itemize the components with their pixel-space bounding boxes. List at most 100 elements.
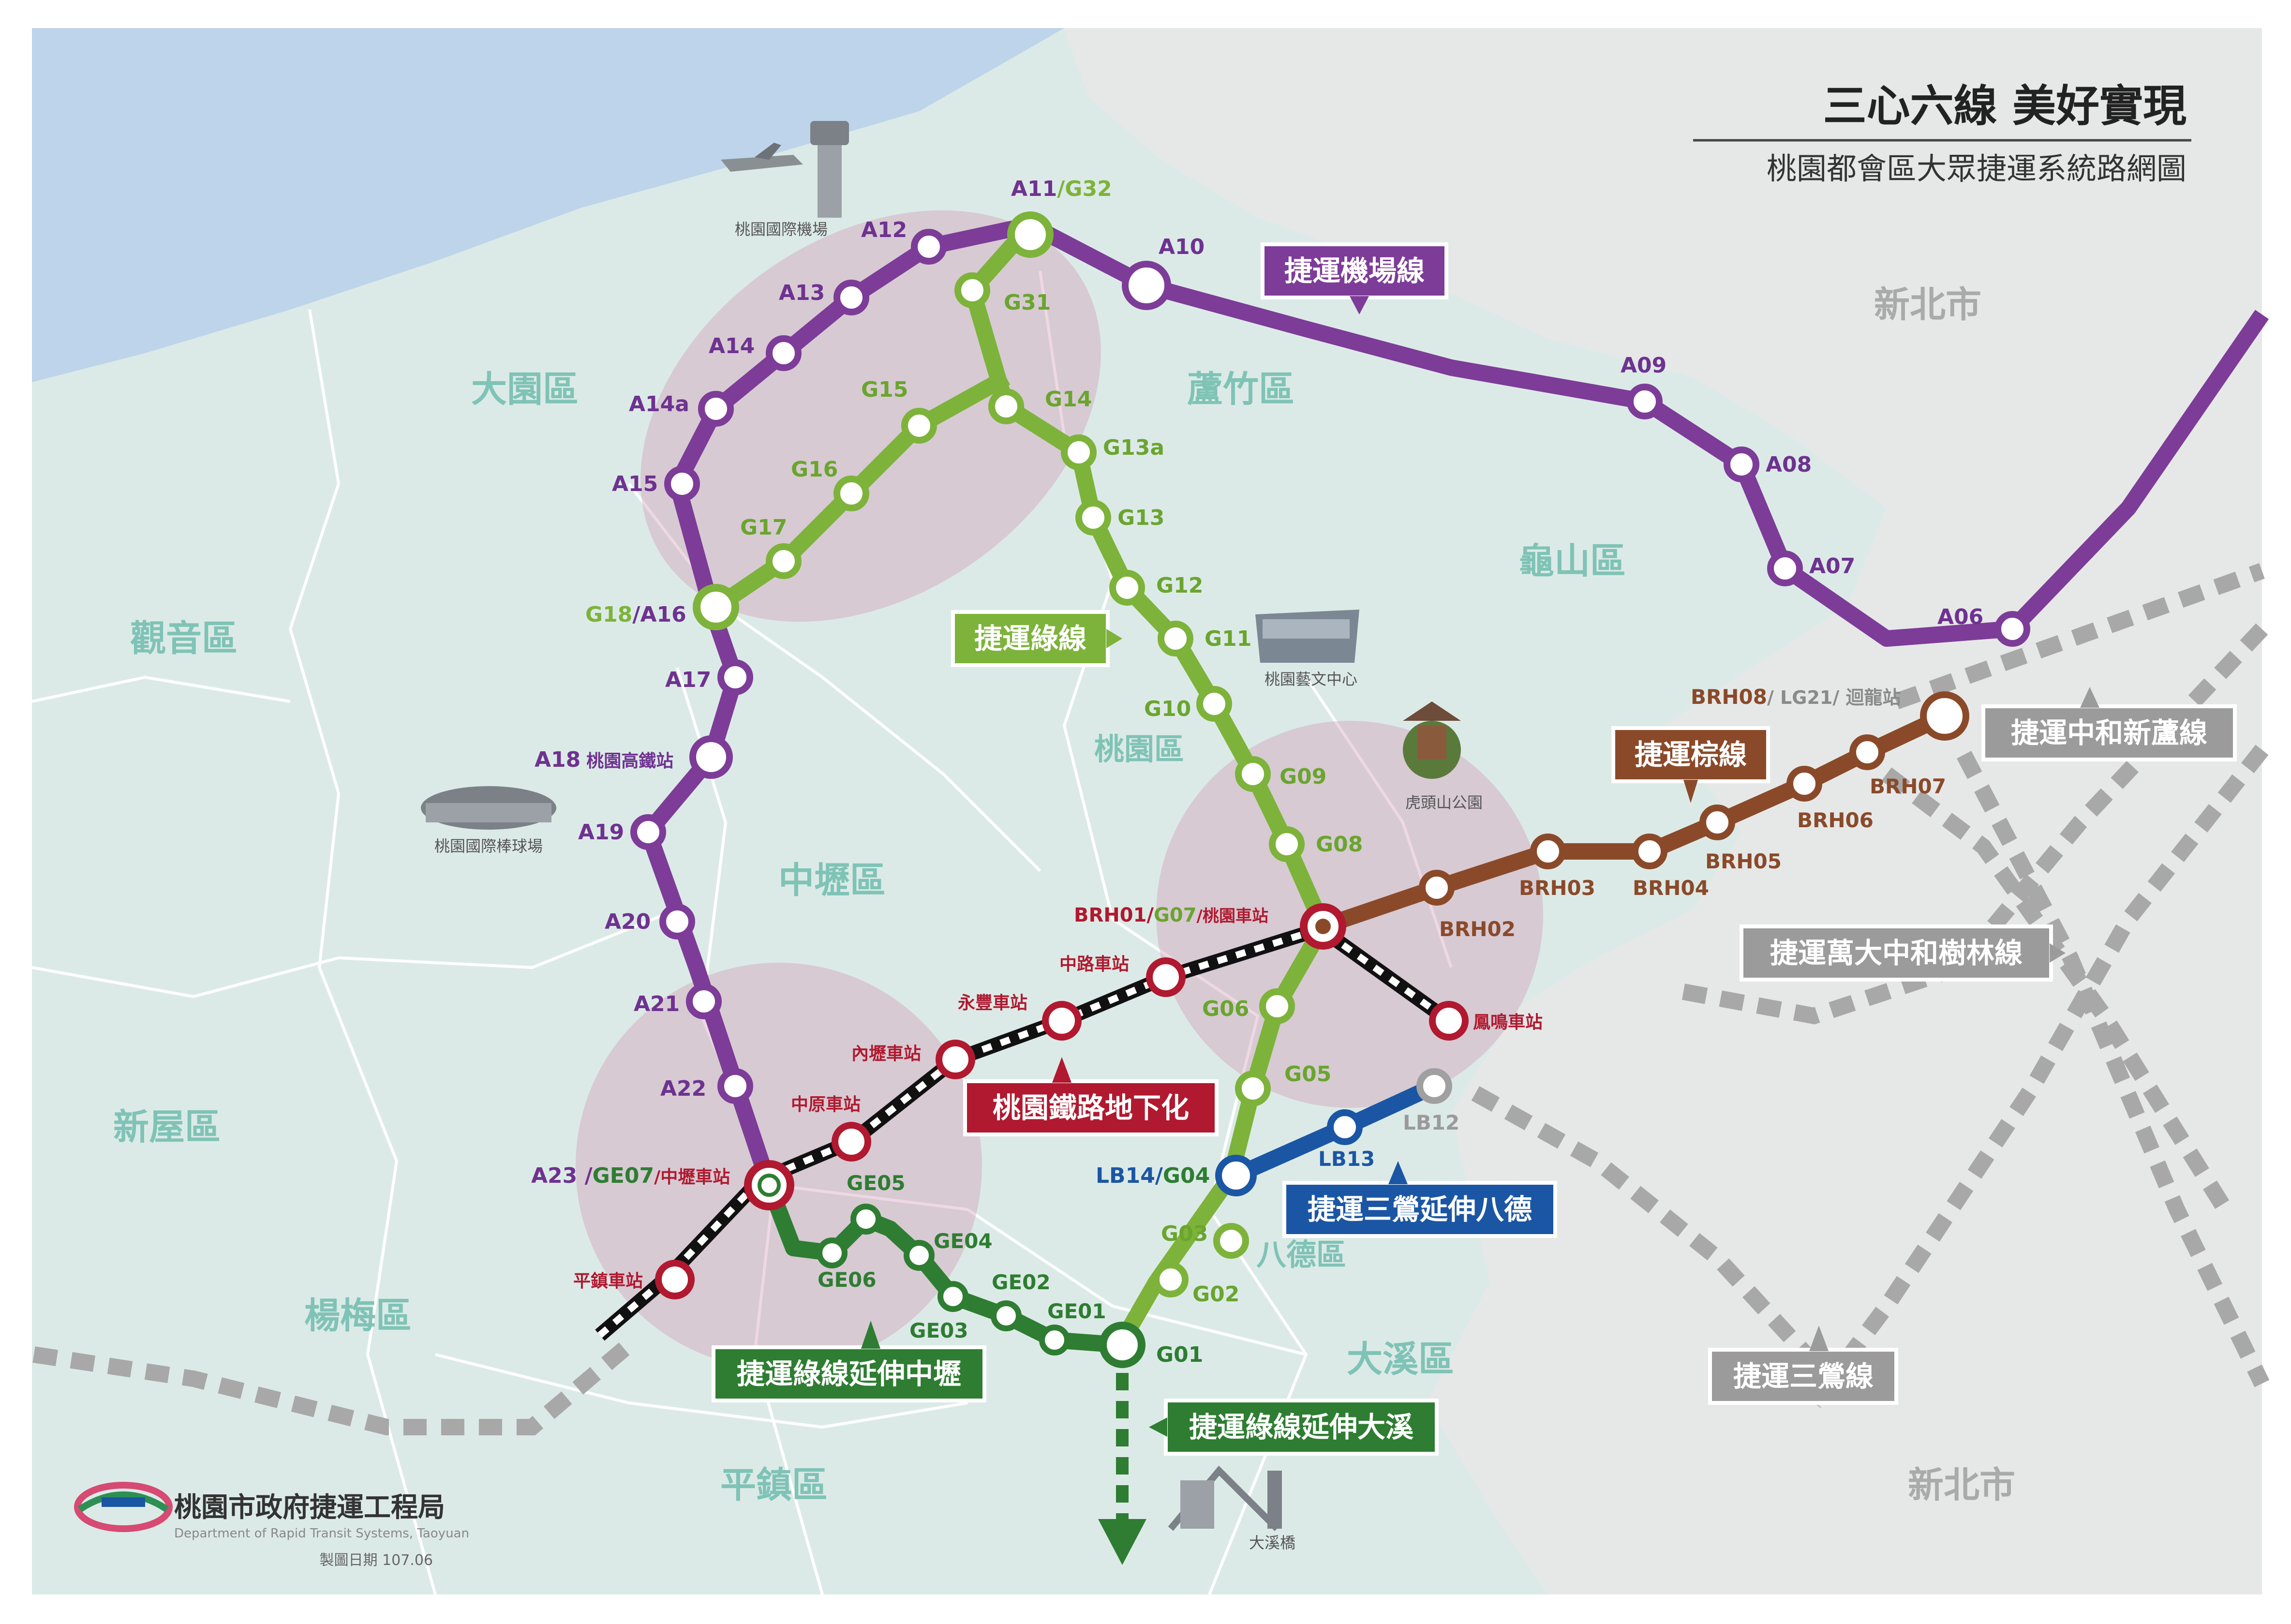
footer: 桃園市政府捷運工程局 Department of Rapid Transit S… — [74, 1482, 469, 1569]
label-g16: G16 — [791, 457, 838, 482]
station-brh05[interactable] — [1699, 805, 1735, 840]
station-a14a[interactable] — [698, 391, 734, 427]
station-g09[interactable] — [1235, 756, 1271, 792]
label-a06: A06 — [1937, 605, 1983, 629]
station-a15[interactable] — [664, 466, 700, 502]
station-rail-neili[interactable] — [936, 1040, 975, 1079]
green-daxi-arrow — [1098, 1519, 1146, 1565]
station-g01[interactable] — [1099, 1322, 1146, 1368]
box-railway — [963, 1079, 1219, 1136]
label-g06: G06 — [1202, 997, 1249, 1021]
label-g02: G02 — [1192, 1282, 1239, 1307]
label-lb13: LB13 — [1318, 1147, 1375, 1171]
station-a14[interactable] — [766, 335, 802, 371]
station-brh03[interactable] — [1530, 834, 1566, 869]
station-a06[interactable] — [1994, 611, 2030, 647]
label-a17: A17 — [665, 668, 711, 692]
station-a07[interactable] — [1767, 551, 1803, 586]
box-green-zhongli — [712, 1345, 986, 1402]
station-g13[interactable] — [1075, 500, 1111, 536]
name-sanying-line: 捷運三鶯線 — [1733, 1360, 1874, 1393]
station-brh07[interactable] — [1849, 734, 1885, 770]
station-g13a[interactable] — [1061, 434, 1097, 470]
station-g16[interactable] — [833, 476, 869, 511]
station-a17[interactable] — [717, 659, 753, 695]
landmark-stadium: 桃園國際棒球場 — [421, 786, 556, 855]
station-a13[interactable] — [833, 280, 869, 315]
station-g31[interactable] — [954, 272, 990, 308]
name-brown-line: 捷運棕線 — [1635, 738, 1747, 771]
station-ge06[interactable] — [817, 1237, 848, 1268]
station-ge01[interactable] — [1039, 1325, 1070, 1356]
station-g18-a16[interactable] — [693, 584, 739, 630]
label-g18: G18/A16 — [585, 602, 686, 627]
label-g08: G08 — [1316, 832, 1363, 857]
station-a10[interactable] — [1122, 261, 1171, 310]
label-rail-zhonglu: 中路車站 — [1059, 954, 1129, 974]
station-a18[interactable] — [689, 735, 733, 779]
label-a14: A14 — [709, 334, 755, 358]
district-luzhu: 蘆竹區 — [1187, 369, 1294, 410]
station-lb13[interactable] — [1327, 1109, 1363, 1145]
district-dayuan: 大園區 — [471, 369, 579, 410]
station-g08[interactable] — [1269, 826, 1305, 862]
station-a09[interactable] — [1627, 384, 1663, 419]
station-ge05[interactable] — [850, 1204, 881, 1235]
station-brh04[interactable] — [1632, 834, 1667, 869]
label-g12: G12 — [1156, 573, 1203, 598]
station-a19[interactable] — [630, 814, 666, 850]
station-g12[interactable] — [1109, 570, 1145, 606]
station-rail-fengming[interactable] — [1429, 1001, 1469, 1041]
label-a19: A19 — [578, 820, 624, 845]
label-g17: G17 — [740, 515, 787, 540]
station-g10[interactable] — [1196, 686, 1232, 722]
station-brh08[interactable] — [1920, 691, 1969, 741]
station-g11[interactable] — [1158, 621, 1193, 656]
name-zhonghe-line: 捷運中和新蘆線 — [2011, 716, 2207, 749]
control-tower-icon — [818, 140, 842, 218]
label-ge04: GE04 — [934, 1229, 993, 1253]
green-line-track — [964, 219, 1331, 1349]
label-brh03: BRH03 — [1519, 876, 1595, 900]
station-rail-zhongyuan[interactable] — [832, 1122, 871, 1162]
district-taoyuan: 桃園區 — [1094, 731, 1184, 767]
label-brh04: BRH04 — [1633, 876, 1709, 900]
district-bade: 八德區 — [1256, 1237, 1346, 1272]
station-g06[interactable] — [1259, 988, 1295, 1024]
green-zhongli-stations — [817, 1204, 1070, 1356]
station-g17[interactable] — [766, 543, 802, 579]
station-rail-yongfeng[interactable] — [1042, 1001, 1082, 1041]
station-g14[interactable] — [988, 388, 1024, 424]
station-rail-pingzhen[interactable] — [655, 1260, 695, 1299]
station-a12[interactable] — [911, 229, 947, 265]
station-a21[interactable] — [686, 983, 722, 1019]
station-rail-zhonglu[interactable] — [1146, 957, 1186, 997]
station-taoyuan-core — [1315, 919, 1331, 934]
station-g15[interactable] — [901, 408, 937, 444]
station-ge03[interactable] — [937, 1281, 968, 1312]
station-g05[interactable] — [1235, 1071, 1271, 1106]
station-ge04[interactable] — [904, 1240, 935, 1271]
landmark-arts-center: 桃園藝文中心 — [1255, 610, 1359, 688]
station-a11-g32[interactable] — [1007, 211, 1054, 258]
district-guishan: 龜山區 — [1518, 540, 1626, 582]
station-a22[interactable] — [717, 1068, 753, 1104]
airport-stations — [630, 229, 2030, 1104]
label-a21: A21 — [634, 992, 680, 1016]
station-brh06[interactable] — [1786, 766, 1822, 802]
station-lb12[interactable] — [1416, 1068, 1452, 1104]
station-g04[interactable] — [1215, 1155, 1257, 1196]
station-ge02[interactable] — [991, 1300, 1022, 1331]
station-a20[interactable] — [659, 904, 695, 939]
station-a08[interactable] — [1724, 447, 1759, 482]
label-rail-fengming: 鳳鳴車站 — [1473, 1013, 1543, 1032]
landmark-daxi-bridge: 大溪橋 — [1168, 1465, 1295, 1552]
district-guanyin: 觀音區 — [130, 618, 238, 659]
label-a10: A10 — [1159, 235, 1205, 259]
label-rail-yongfeng: 永豐車站 — [958, 993, 1027, 1013]
station-g02[interactable] — [1153, 1262, 1189, 1297]
landmark-hutoushan: 虎頭山公園 — [1403, 701, 1483, 812]
station-g03[interactable] — [1213, 1223, 1249, 1259]
station-brh02[interactable] — [1419, 870, 1455, 906]
label-a13: A13 — [779, 281, 825, 305]
